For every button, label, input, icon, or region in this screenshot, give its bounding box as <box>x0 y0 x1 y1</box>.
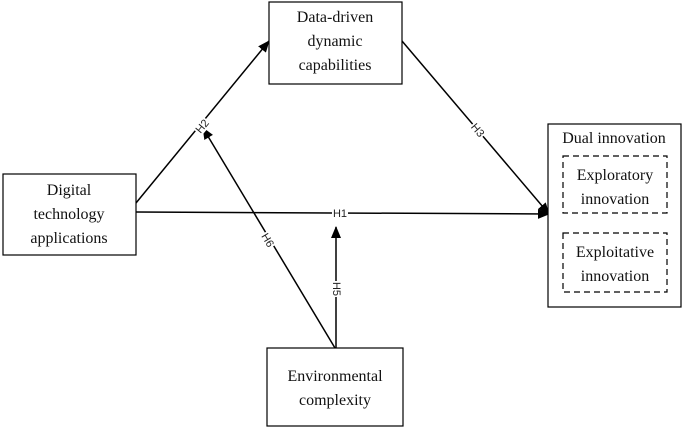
node-digital-line-2: technology <box>33 206 104 223</box>
node-dual-innovation: Dual innovation Exploratory innovation E… <box>547 123 682 308</box>
svg-text:H5: H5 <box>330 282 342 296</box>
label-h2: H2 <box>191 115 212 136</box>
svg-text:H1: H1 <box>333 208 347 220</box>
node-exploratory-line-1: Exploratory <box>577 167 653 184</box>
node-exploitative-line-2: innovation <box>581 268 649 285</box>
node-exploitative-line-1: Exploitative <box>576 244 654 261</box>
node-data-driven-line-2: dynamic <box>307 33 362 50</box>
node-data-driven-line-1: Data-driven <box>297 9 373 26</box>
node-environmental-line-2: complexity <box>299 392 371 409</box>
node-data-driven-dynamic-capabilities: Data-driven dynamic capabilities <box>268 1 403 85</box>
svg-text:H2: H2 <box>194 117 212 135</box>
node-environmental-complexity: Environmental complexity <box>266 347 404 427</box>
node-digital-line-3: applications <box>30 230 107 247</box>
node-exploratory-innovation: Exploratory innovation <box>562 155 668 214</box>
node-data-driven-line-3: capabilities <box>299 57 372 74</box>
label-h5: H5 <box>330 281 344 297</box>
node-dual-title: Dual innovation <box>562 130 666 147</box>
node-exploratory-line-2: innovation <box>581 191 649 208</box>
node-digital-technology-applications: Digital technology applications <box>2 173 137 256</box>
svg-text:H6: H6 <box>258 231 276 249</box>
node-environmental-line-1: Environmental <box>287 368 383 385</box>
node-exploitative-innovation: Exploitative innovation <box>562 232 668 293</box>
label-h1: H1 <box>332 206 348 220</box>
node-digital-line-1: Digital <box>47 182 92 199</box>
